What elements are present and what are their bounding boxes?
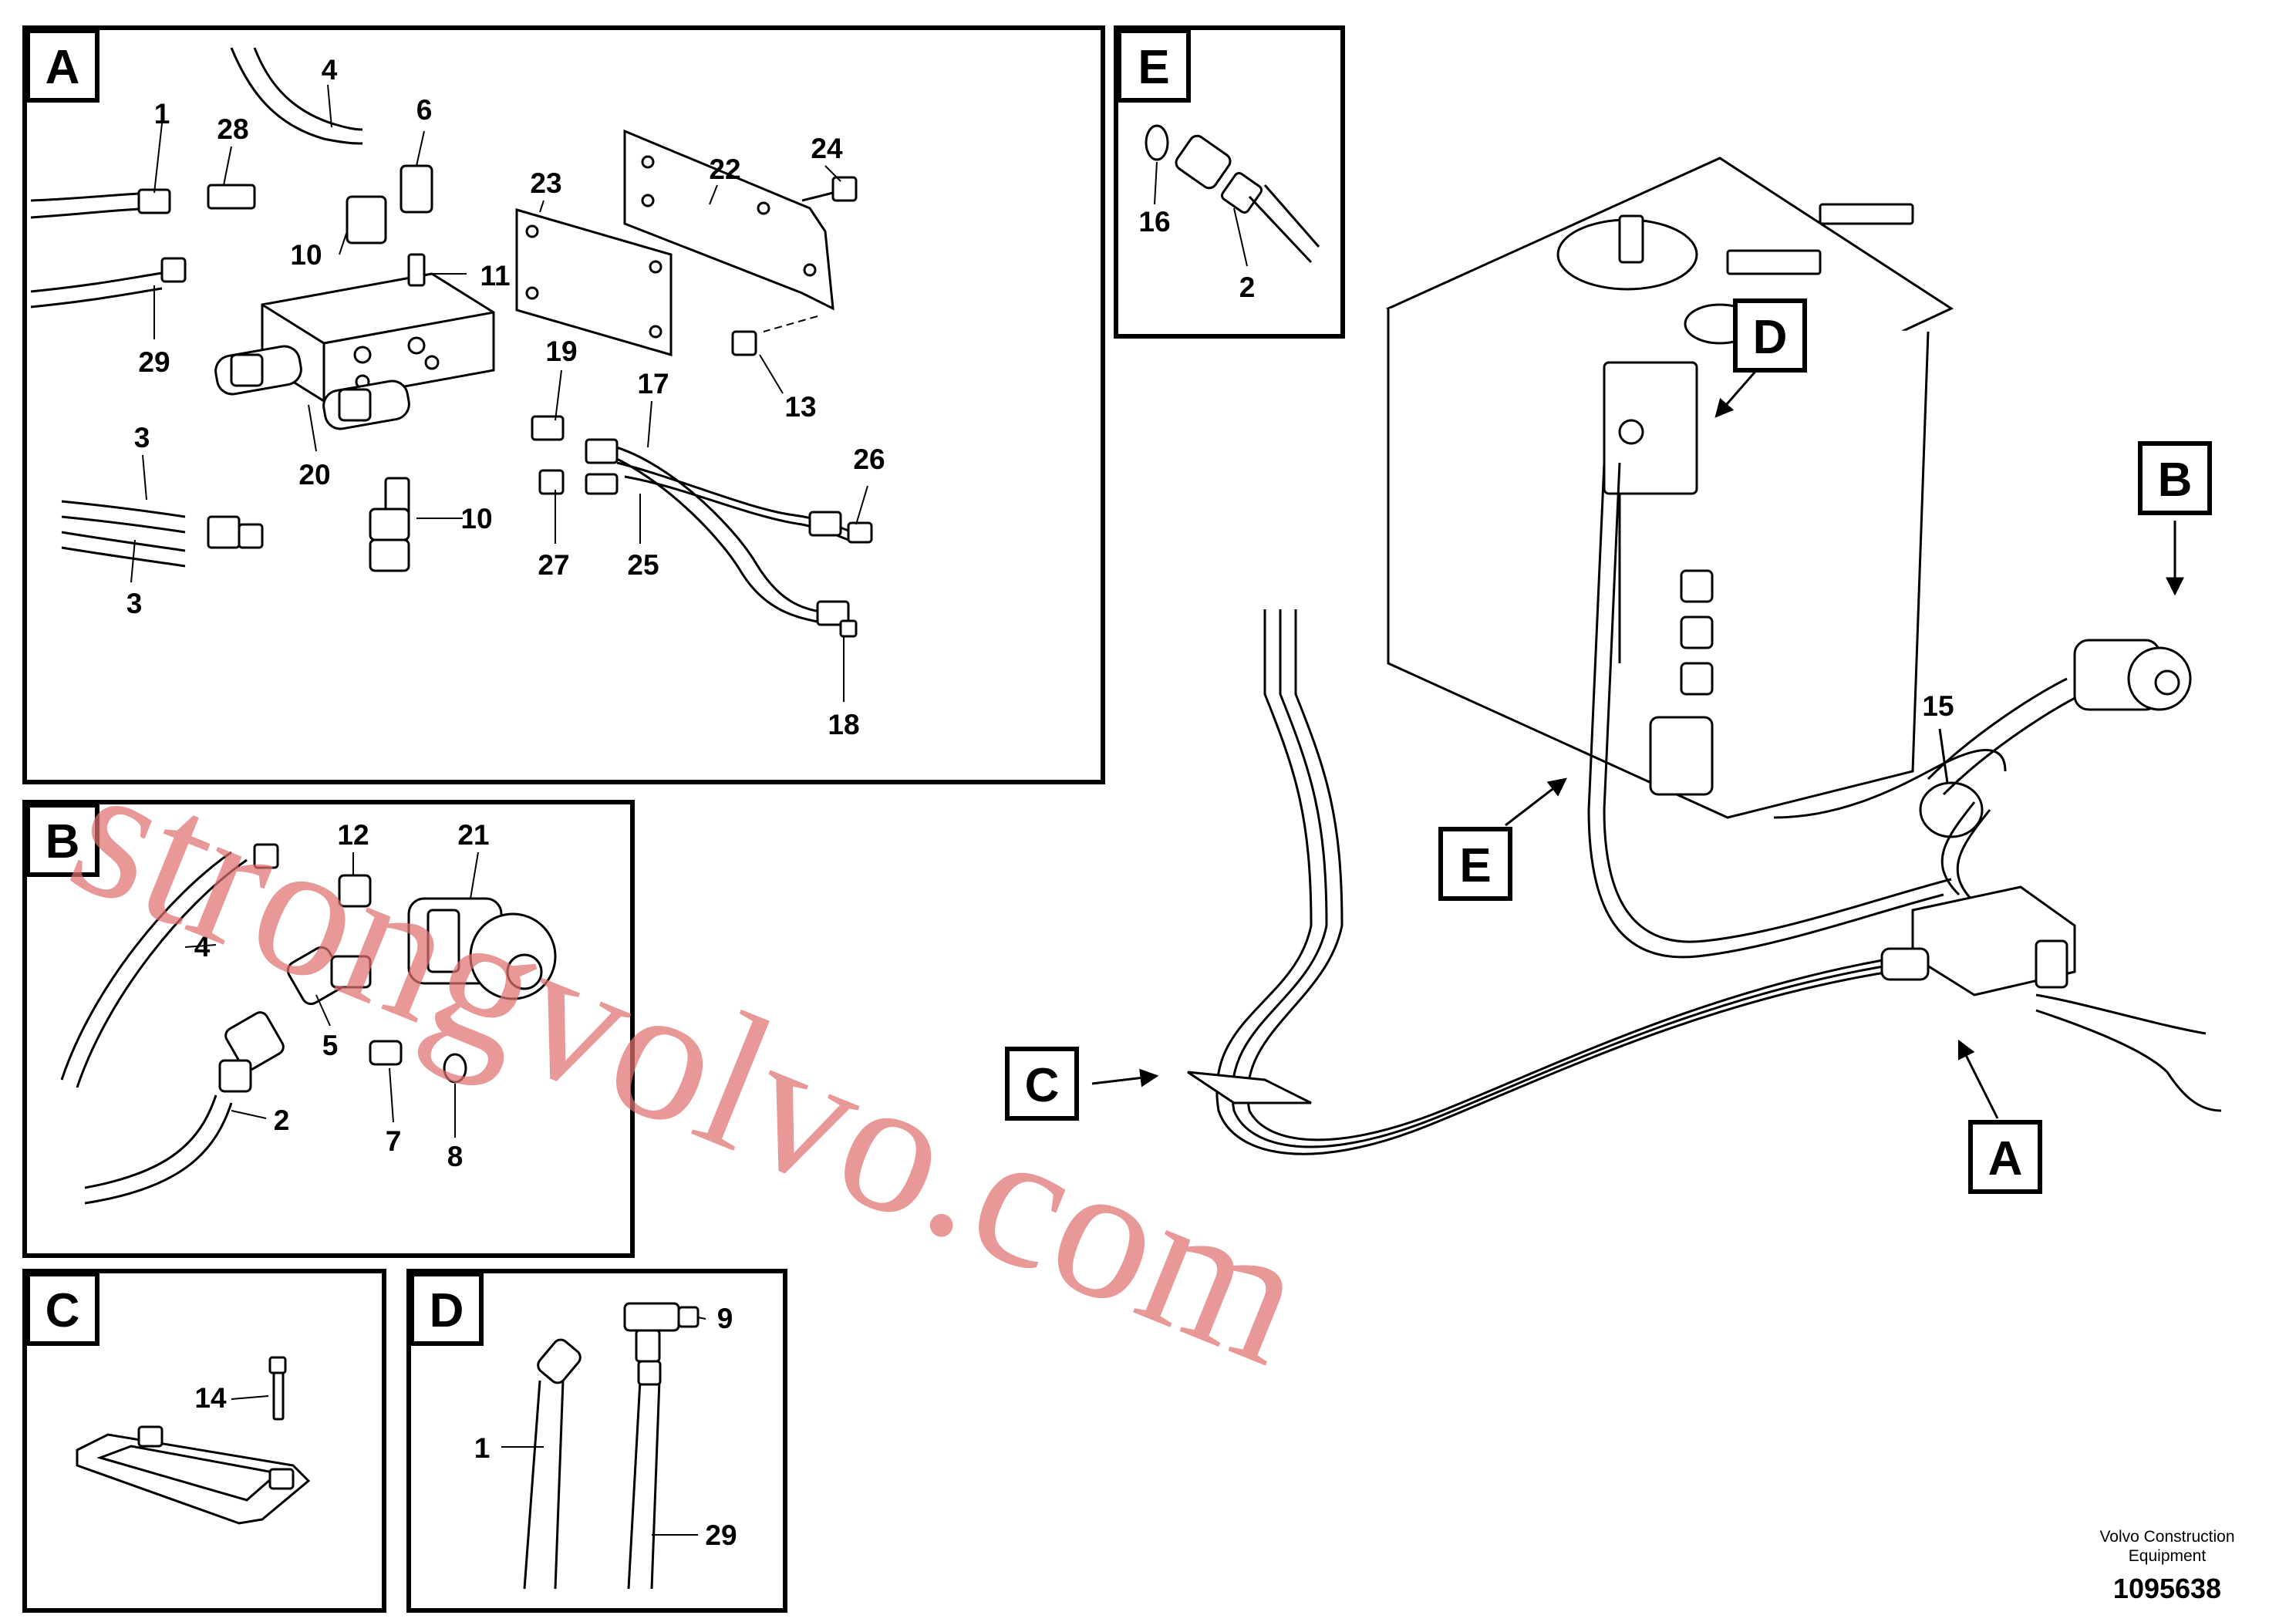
callout-a-27: 27 <box>538 549 569 581</box>
panel-d-frame <box>406 1269 787 1613</box>
panel-a-leaders <box>130 84 868 702</box>
overview-assembly: D B E C A 15 <box>1005 157 2222 1194</box>
callout-a-6: 6 <box>416 94 433 126</box>
overview-valve-block <box>1880 885 2076 996</box>
panel-a-frame <box>22 25 1105 784</box>
callout-c-14: 14 <box>194 1382 227 1414</box>
callout-a-26: 26 <box>853 443 885 475</box>
panel-e-letter: E <box>1138 41 1169 94</box>
panel-b-letter: B <box>46 815 80 868</box>
overview-marker-c-letter: C <box>1025 1059 1060 1112</box>
callout-a-17: 17 <box>637 368 669 400</box>
callout-a-1: 1 <box>154 98 170 130</box>
panel-d: D 9 1 29 <box>406 1269 787 1613</box>
overview-hoses <box>1215 462 2222 1155</box>
overview-marker-b: B <box>2138 441 2212 515</box>
overview-marker-e: E <box>1438 827 1512 901</box>
callout-a-25: 25 <box>627 549 659 581</box>
callout-a-3-top: 3 <box>134 422 150 454</box>
panel-a-letter-box <box>25 29 99 103</box>
panel-c-letter: C <box>46 1284 80 1337</box>
panel-b-leaders <box>184 851 479 1138</box>
callout-a-19: 19 <box>545 336 577 367</box>
panel-a-manifold <box>261 272 495 403</box>
overview-marker-d-letter: D <box>1753 311 1788 364</box>
footer-drawing-number: 1095638 <box>2113 1573 2221 1604</box>
callout-b-7: 7 <box>386 1125 402 1157</box>
callout-d-1: 1 <box>474 1432 491 1464</box>
callout-b-5: 5 <box>322 1030 339 1061</box>
overview-marker-b-letter: B <box>2158 454 2193 507</box>
overview-marker-c: C <box>1005 1047 1079 1121</box>
panel-d-letter: D <box>430 1284 464 1337</box>
callout-b-12: 12 <box>337 819 369 851</box>
panel-b-frame <box>22 800 635 1258</box>
callout-a-20: 20 <box>298 459 330 491</box>
callout-d-9: 9 <box>717 1303 733 1334</box>
panel-c: C 14 <box>22 1269 386 1613</box>
footer-block: Volvo Construction Equipment 1095638 <box>2099 1528 2234 1604</box>
hydraulic-tank <box>1385 157 1954 819</box>
panel-c-letter-box <box>25 1272 99 1346</box>
panel-c-frame <box>22 1269 386 1613</box>
overview-grommet <box>1919 781 1984 838</box>
callout-a-11: 11 <box>480 260 510 292</box>
callout-b-8: 8 <box>447 1141 464 1172</box>
callout-overview-15: 15 <box>1922 690 1954 722</box>
panel-b-letter-box <box>25 803 99 877</box>
callout-a-10-lower: 10 <box>460 503 492 534</box>
callout-a-24: 24 <box>811 133 843 164</box>
panel-c-plate <box>76 1356 311 1525</box>
panel-e: E 16 2 <box>1114 25 1345 339</box>
callout-e-16: 16 <box>1138 206 1170 238</box>
overview-marker-a: A <box>1968 1120 2042 1194</box>
panel-a-fittings <box>137 164 873 638</box>
panel-d-letter-box <box>410 1272 484 1346</box>
panel-a-plates <box>515 129 858 356</box>
footer-brand-line2: Equipment <box>2129 1547 2207 1565</box>
overview-marker-e-letter: E <box>1459 839 1491 892</box>
callout-a-13: 13 <box>784 391 816 423</box>
callout-b-2: 2 <box>274 1104 290 1136</box>
panel-b: B 12 <box>22 800 635 1258</box>
callout-a-28: 28 <box>217 113 248 145</box>
panel-e-frame <box>1114 25 1345 339</box>
callout-a-4: 4 <box>322 54 338 86</box>
panel-b-hoses <box>60 851 248 1205</box>
overview-marker-a-letter: A <box>1988 1132 2023 1185</box>
panel-a-letter: A <box>46 41 80 94</box>
panel-d-fittings <box>537 1302 700 1386</box>
overview-clamp <box>1187 1071 1312 1104</box>
panel-e-drawing <box>1145 124 1320 264</box>
callout-b-4: 4 <box>194 931 211 963</box>
panel-b-pump <box>218 843 557 1093</box>
overview-pump <box>2073 639 2192 711</box>
callout-e-2: 2 <box>1239 271 1256 303</box>
footer-brand-line1: Volvo Construction <box>2099 1528 2234 1546</box>
callout-a-10: 10 <box>290 239 322 271</box>
callout-a-22: 22 <box>709 153 740 185</box>
overview-marker-d: D <box>1733 298 1807 373</box>
panel-d-hoses <box>523 1380 661 1590</box>
callout-d-29: 29 <box>705 1519 737 1551</box>
callout-a-18: 18 <box>828 709 859 740</box>
panel-e-letter-box <box>1117 29 1191 103</box>
panel-a-callouts: 1 28 4 6 10 11 23 22 24 29 13 19 17 26 2… <box>126 54 885 740</box>
panel-a-solenoids <box>214 345 410 430</box>
callout-a-29: 29 <box>138 346 170 378</box>
callout-a-3-bottom: 3 <box>126 588 143 619</box>
callout-a-23: 23 <box>530 167 561 199</box>
panel-a: A <box>22 25 1105 784</box>
callout-b-21: 21 <box>457 819 489 851</box>
